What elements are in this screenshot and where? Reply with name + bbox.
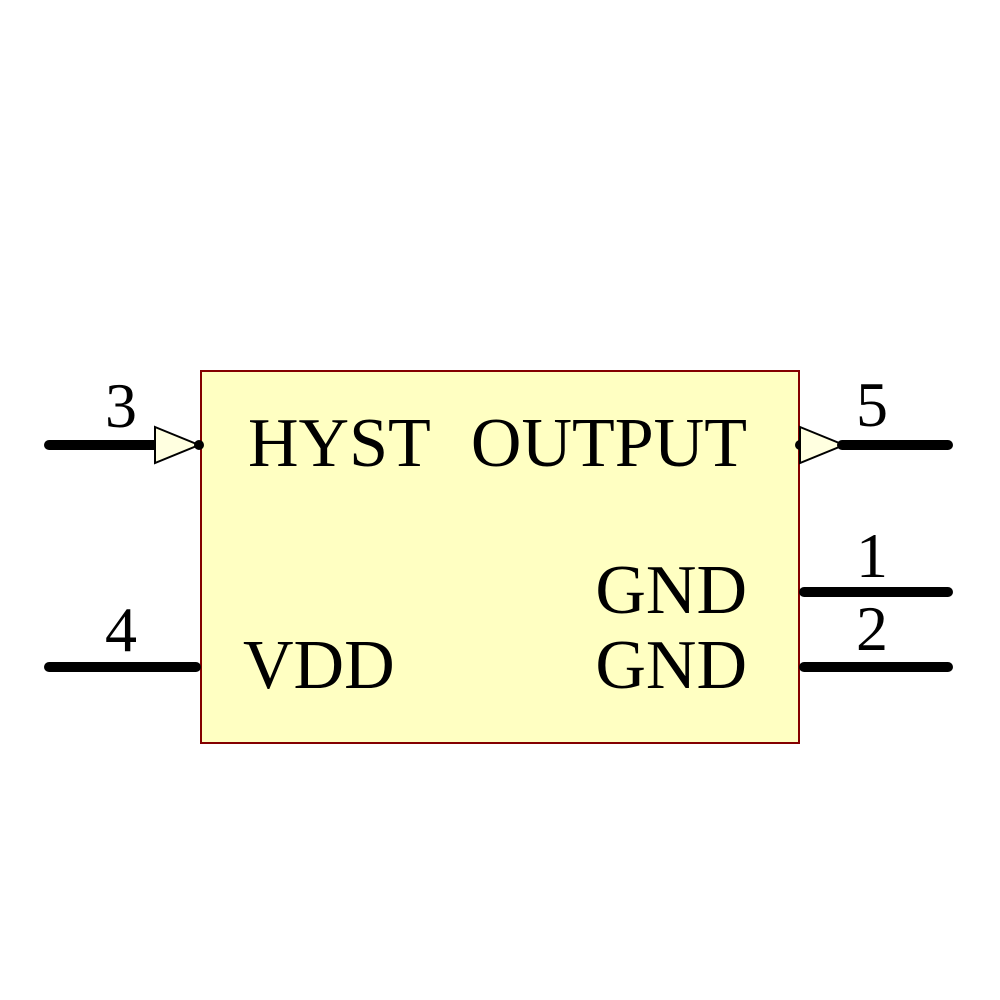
pin-4-number-label: 4 [105,594,137,665]
pin-3-number-label: 3 [105,370,137,441]
pin-1-name-label: GND [595,552,747,629]
component-body[interactable] [200,370,800,744]
output-arrow-icon[interactable] [799,425,847,465]
input-arrow-icon[interactable] [154,425,202,465]
pin-2-number-label: 2 [856,593,888,664]
pin-5-number-label: 5 [856,369,888,440]
pin-5-name-label: OUTPUT [470,405,747,482]
pin-4-name-label: VDD [243,627,395,704]
pin-3 [44,425,204,465]
pin-3-name-label: HYST [248,405,431,482]
pin-3-connection-dot [194,440,204,450]
pin-5 [795,425,953,465]
pin-1-number-label: 1 [856,520,888,591]
pin-2-name-label: GND [595,627,747,704]
